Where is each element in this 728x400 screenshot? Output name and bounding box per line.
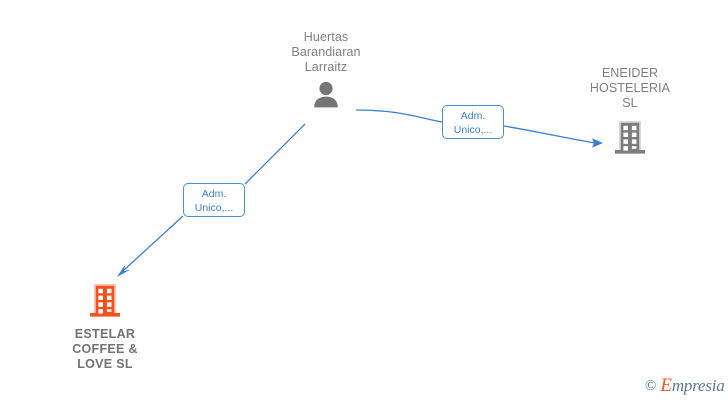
- edge-label-line-2: Unico,...: [453, 124, 493, 136]
- arrowhead-estelar: [117, 264, 131, 277]
- edge-label-line-1: Adm.: [201, 188, 227, 200]
- node-estelar[interactable]: ESTELAR COFFEE & LOVE SL: [42, 283, 168, 372]
- building-icon-eneider: [615, 121, 645, 154]
- copyright-icon: ©: [645, 377, 657, 394]
- watermark: © Empresia: [645, 374, 725, 398]
- edge-label-adm-unico-estelar[interactable]: Adm. Unico,...: [183, 183, 245, 217]
- person-icon: [314, 81, 338, 108]
- node-person-label: Huertas Barandiaran Larraitz: [291, 30, 361, 74]
- node-eneider[interactable]: ENEIDER HOSTELERIA SL: [570, 66, 690, 156]
- edge-person-to-eneider: [355, 109, 443, 123]
- building-icon-estelar: [90, 284, 120, 317]
- edge-person-to-estelar: [244, 123, 306, 185]
- node-estelar-label: ESTELAR COFFEE & LOVE SL: [72, 327, 138, 371]
- edge-label-line-1: Adm.: [460, 110, 486, 122]
- node-person[interactable]: Huertas Barandiaran Larraitz: [266, 30, 386, 110]
- edge-label-line-2: Unico,...: [194, 202, 234, 214]
- node-eneider-label: ENEIDER HOSTELERIA SL: [589, 66, 671, 110]
- edge-label-adm-unico-eneider[interactable]: Adm. Unico,...: [442, 105, 504, 139]
- watermark-brand-rest: mpresia: [671, 376, 725, 395]
- edge-person-to-estelar-tail: [123, 215, 184, 271]
- watermark-brand: Empresia: [660, 375, 724, 397]
- watermark-brand-initial: E: [660, 375, 672, 396]
